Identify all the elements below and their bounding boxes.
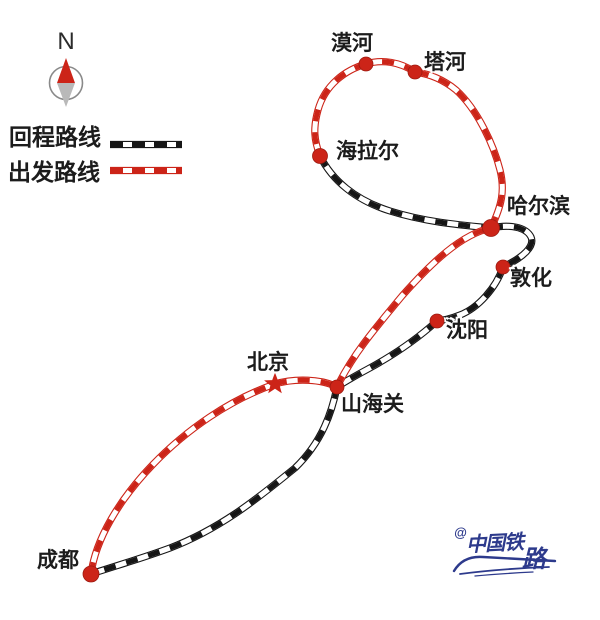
compass-icon <box>48 58 84 107</box>
city-label-hailar: 海拉尔 <box>336 140 399 163</box>
city-label-harbin: 哈尔滨 <box>507 195 570 218</box>
city-dot-chengdu <box>82 565 100 583</box>
city-dot-shanhaiguan <box>329 379 345 395</box>
city-label-tahe: 塔河 <box>424 51 466 74</box>
city-label-mohe: 漠河 <box>331 32 373 55</box>
city-label-dunhua: 敦化 <box>510 267 552 290</box>
city-label-beijing: 北京 <box>247 351 289 374</box>
city-label-shenyang: 沈阳 <box>446 319 488 342</box>
logo-at-symbol: @ <box>454 525 467 540</box>
compass-north-label: N <box>57 28 75 55</box>
city-label-shanhaiguan: 山海关 <box>341 393 404 416</box>
city-dot-hailar <box>312 148 328 164</box>
city-dot-dunhua <box>495 259 511 275</box>
train-swoosh-icon <box>452 555 557 577</box>
legend-label-return: 回程路线 <box>9 124 101 150</box>
route-return <box>89 154 536 578</box>
city-dot-harbin <box>482 219 500 237</box>
city-dot-mohe <box>358 56 374 72</box>
city-label-chengdu: 成都 <box>37 549 79 572</box>
city-dot-tahe <box>407 64 423 80</box>
china-railway-logo: @ 中国铁 路 <box>451 521 581 579</box>
legend-line-departure <box>110 166 182 175</box>
legend-label-departure: 出发路线 <box>8 159 100 185</box>
city-dot-shenyang <box>429 313 445 329</box>
legend-line-return <box>110 140 182 149</box>
city-star-beijing <box>264 372 286 394</box>
compass: N <box>42 30 90 114</box>
